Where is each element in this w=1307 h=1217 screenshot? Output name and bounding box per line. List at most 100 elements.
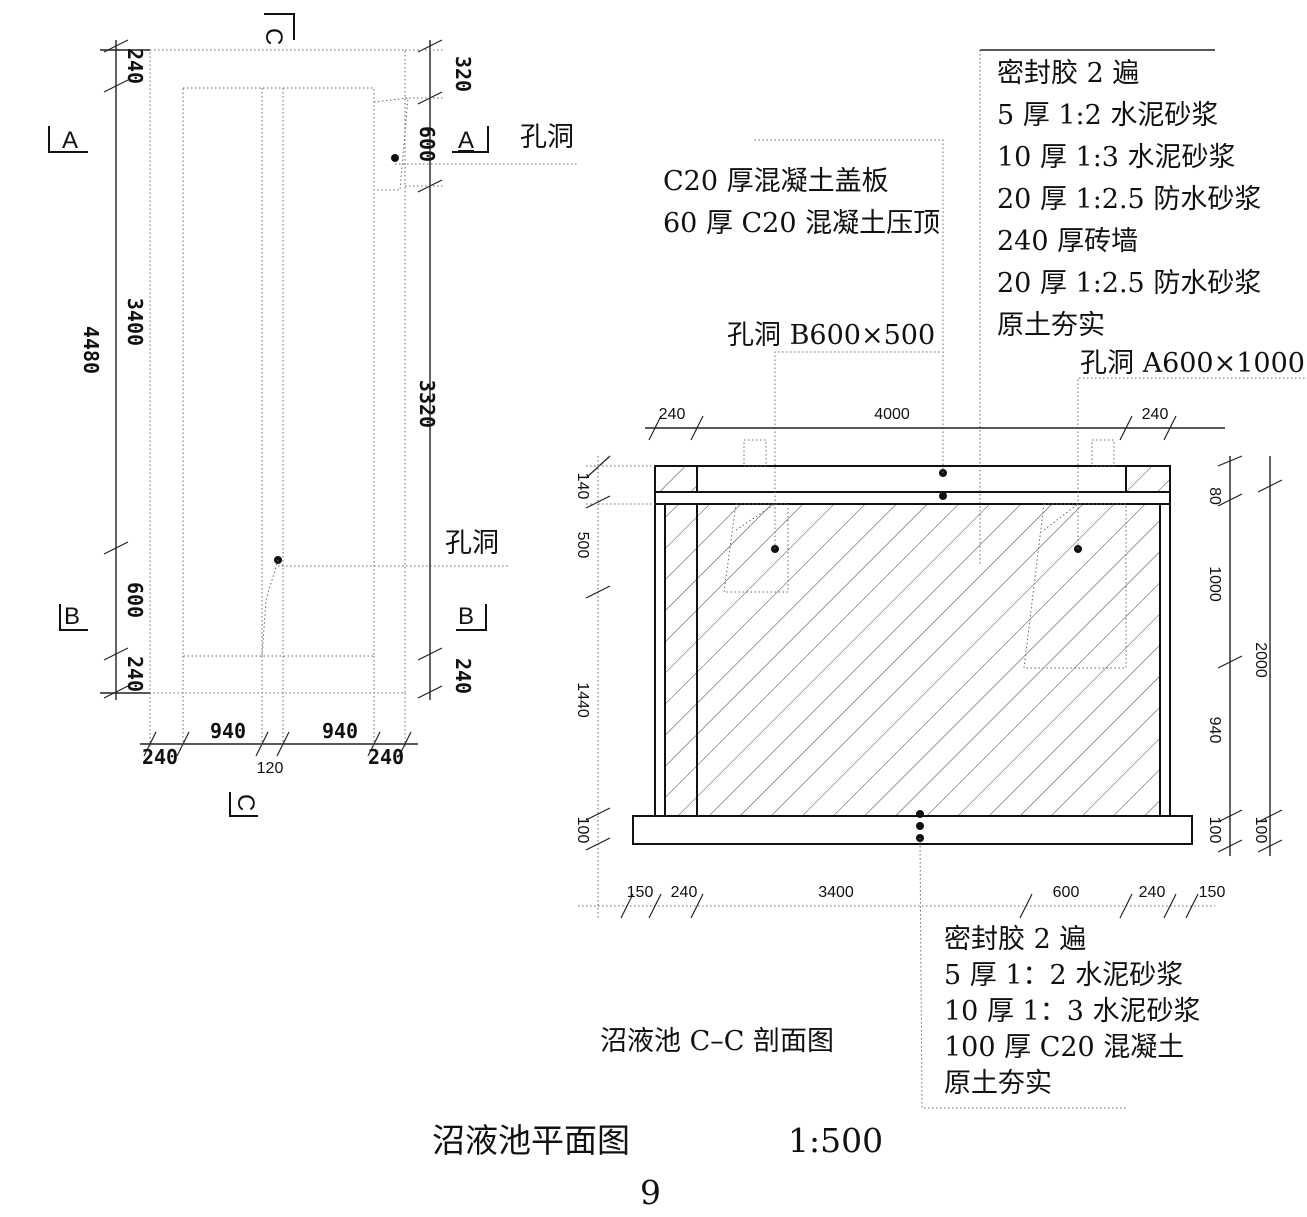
svg-text:600: 600	[415, 126, 439, 162]
svg-text:3400: 3400	[123, 298, 147, 346]
plan-view: 孔洞 孔洞 C C A A B B	[48, 13, 578, 817]
wall-layer: 240 厚砖墙	[997, 226, 1138, 257]
svg-text:140: 140	[574, 473, 591, 500]
section-base-slab	[632, 815, 1193, 845]
floor-layers-list: 密封胶 2 遍 5 厚 1：2 水泥砂浆 10 厚 1：3 水泥砂浆 100 厚…	[944, 924, 1200, 1099]
svg-text:3320: 3320	[415, 380, 439, 428]
plan-hole-top-dot	[391, 154, 399, 162]
plan-hole-top	[373, 97, 409, 191]
svg-text:240: 240	[123, 48, 147, 84]
floor-layer: 10 厚 1：3 水泥砂浆	[944, 996, 1200, 1027]
floor-layer: 密封胶 2 遍	[944, 924, 1086, 955]
section-caption: 沼液池 C–C 剖面图	[600, 1026, 834, 1057]
plan-outer-outline	[149, 49, 406, 694]
wall-layer: 20 厚 1:2.5 防水砂浆	[997, 184, 1261, 215]
cap-note-2: 60 厚 C20 混凝土压顶	[663, 208, 940, 239]
svg-text:100: 100	[574, 817, 591, 844]
section-dims-left: 140 500 1440 100	[574, 455, 655, 918]
svg-text:150: 150	[1199, 884, 1226, 901]
svg-text:4000: 4000	[874, 406, 910, 423]
section-coping	[654, 491, 1171, 505]
plan-dims-left: 240 3400 600 240 4480	[79, 39, 150, 700]
svg-text:1000: 1000	[1206, 566, 1223, 602]
section-cap-right-hatch	[1126, 466, 1170, 492]
svg-text:A: A	[458, 127, 474, 154]
svg-text:240: 240	[1142, 406, 1169, 423]
section-base-dot-2	[916, 822, 924, 830]
wall-layer: 原土夯实	[997, 310, 1105, 341]
svg-text:C: C	[232, 794, 259, 811]
wall-layers-list: 密封胶 2 遍 5 厚 1:2 水泥砂浆 10 厚 1:3 水泥砂浆 20 厚 …	[997, 58, 1261, 341]
section-hole-a-leader	[1077, 377, 1307, 549]
svg-text:240: 240	[123, 656, 147, 692]
section-base-dot-1	[916, 810, 924, 818]
section-dims-top: 240 4000 240	[645, 406, 1225, 441]
svg-text:240: 240	[659, 406, 686, 423]
svg-text:600: 600	[123, 582, 147, 618]
svg-text:4480: 4480	[79, 326, 103, 374]
svg-text:2000: 2000	[1252, 642, 1269, 678]
wall-layer: 10 厚 1:3 水泥砂浆	[997, 142, 1236, 173]
cap-note-1: C20 厚混凝土盖板	[663, 166, 889, 197]
svg-text:100: 100	[1206, 817, 1223, 844]
svg-text:240: 240	[1139, 884, 1166, 901]
svg-text:B: B	[458, 603, 474, 630]
plan-title: 沼液池平面图	[432, 1121, 630, 1160]
section-mark-a-right: A	[452, 126, 489, 154]
section-cap-leader	[754, 139, 944, 473]
wall-layer: 密封胶 2 遍	[997, 58, 1139, 89]
section-earth-hatch	[665, 504, 1160, 816]
svg-text:940: 940	[1206, 717, 1223, 744]
svg-text:940: 940	[322, 719, 358, 743]
section-dims-bottom: 150 240 3400 600 240 150	[578, 884, 1226, 919]
plan-dims-bottom: 240 940 120 940 240	[140, 656, 418, 777]
svg-text:C: C	[260, 28, 287, 45]
svg-text:240: 240	[142, 745, 178, 769]
section-view: C20 厚混凝土盖板 60 厚 C20 混凝土压顶 孔洞 B600×500 孔洞…	[574, 49, 1307, 1109]
section-wall-left-outer	[654, 503, 666, 817]
svg-text:3400: 3400	[818, 884, 854, 901]
section-mark-b-left: B	[59, 603, 88, 631]
svg-text:320: 320	[451, 56, 475, 92]
plan-hole-top-label: 孔洞	[520, 122, 574, 153]
svg-text:120: 120	[257, 760, 284, 777]
section-cap-slab	[654, 465, 1171, 493]
svg-text:150: 150	[627, 884, 654, 901]
section-mark-a-left: A	[48, 126, 88, 154]
section-cap-left-hatch	[655, 466, 697, 492]
page-number: 9	[640, 1173, 661, 1212]
svg-text:B: B	[64, 603, 80, 630]
section-wall-right-outer	[1159, 503, 1171, 817]
svg-text:A: A	[62, 127, 78, 154]
wall-layer: 5 厚 1:2 水泥砂浆	[997, 100, 1218, 131]
plan-hole-bottom-label: 孔洞	[445, 528, 499, 559]
section-riser-left	[743, 439, 767, 467]
section-riser-right	[1091, 439, 1115, 467]
section-cap-dot-2	[939, 492, 947, 500]
floor-layer: 100 厚 C20 混凝土	[944, 1032, 1184, 1063]
floor-layer: 5 厚 1：2 水泥砂浆	[944, 960, 1183, 991]
svg-text:240: 240	[671, 884, 698, 901]
wall-layer: 20 厚 1:2.5 防水砂浆	[997, 268, 1261, 299]
floor-layer: 原土夯实	[944, 1068, 1052, 1099]
section-mark-c-bottom: C	[229, 792, 259, 817]
plan-hole-bottom-edge	[261, 559, 279, 657]
plan-scale: 1:500	[788, 1121, 883, 1160]
section-hole-b-leader	[774, 351, 940, 549]
svg-text:940: 940	[210, 719, 246, 743]
hole-b-label: 孔洞 B600×500	[727, 320, 935, 351]
hole-a-label: 孔洞 A600×1000	[1080, 348, 1305, 379]
svg-text:600: 600	[1053, 884, 1080, 901]
section-mark-b-right: B	[456, 603, 487, 631]
svg-text:240: 240	[451, 658, 475, 694]
svg-text:240: 240	[368, 745, 404, 769]
svg-text:1440: 1440	[574, 682, 591, 718]
section-mark-c-top: C	[260, 13, 295, 45]
svg-text:500: 500	[574, 532, 591, 559]
svg-text:100: 100	[1252, 817, 1269, 844]
section-hole-b	[723, 503, 789, 593]
svg-text:80: 80	[1206, 487, 1223, 505]
section-dims-right: 80 1000 940 100 2000 100	[1206, 455, 1283, 856]
plan-dims-right: 320 600 3320 240	[405, 39, 475, 700]
